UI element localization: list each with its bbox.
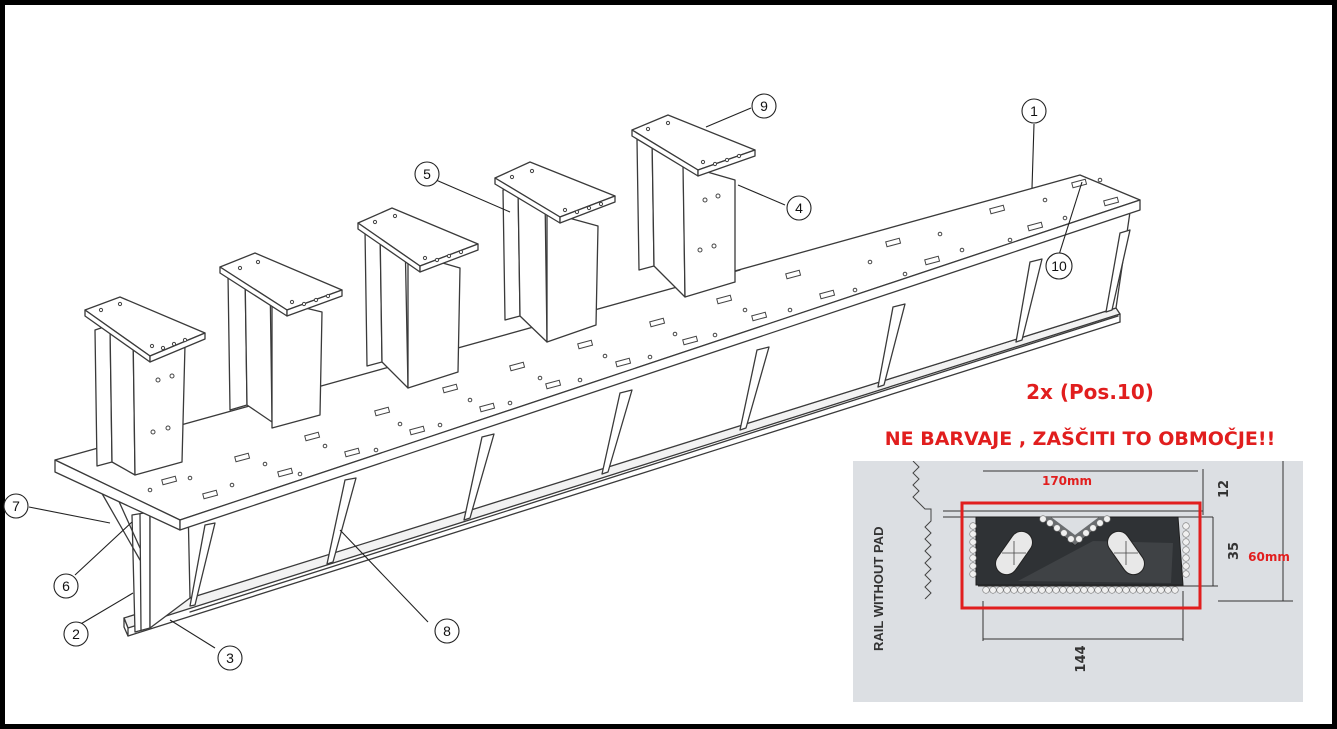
balloon-3: 3 [217, 645, 243, 671]
balloon-6: 6 [53, 573, 79, 599]
rail-pad-detail-photo: RAIL WITHOUT PAD 170mm 60mm 12 35 144 [853, 461, 1303, 702]
balloon-9: 9 [751, 93, 777, 119]
balloon-10: 10 [1045, 252, 1073, 280]
balloon-1: 1 [1021, 98, 1047, 124]
svg-text:9: 9 [760, 98, 768, 114]
support-column-5 [631, 114, 756, 298]
top-plate-slots [161, 178, 1120, 500]
rail-without-pad-label: RAIL WITHOUT PAD [871, 527, 886, 651]
dim-35-label: 35 [1227, 542, 1242, 560]
balloon-7: 7 [3, 493, 29, 519]
balloon-8: 8 [434, 618, 460, 644]
balloon-4: 4 [786, 195, 812, 221]
svg-text:3: 3 [226, 650, 234, 666]
svg-text:7: 7 [12, 498, 20, 514]
svg-text:1: 1 [1030, 103, 1038, 119]
svg-text:10: 10 [1051, 258, 1067, 274]
balloon-2: 2 [63, 621, 89, 647]
svg-text:6: 6 [62, 578, 70, 594]
balloon-5: 5 [414, 161, 440, 187]
leader-lines [28, 107, 1083, 649]
dim-144-label: 144 [1074, 645, 1089, 672]
dim-12-label: 12 [1217, 480, 1232, 498]
rail-pad-detail-sketch: RAIL WITHOUT PAD 170mm 60mm 12 35 144 [853, 461, 1303, 702]
svg-text:8: 8 [443, 623, 451, 639]
dim-height-label: 60mm [1248, 550, 1290, 564]
svg-text:5: 5 [423, 166, 431, 182]
end-column [99, 485, 191, 633]
svg-text:2: 2 [72, 626, 80, 642]
top-plate-holes [147, 177, 1103, 493]
dim-width-label: 170mm [1042, 474, 1092, 488]
web-stiffeners [189, 229, 1131, 607]
quantity-note: 2x (Pos.10) [1026, 380, 1154, 404]
support-column-2 [219, 252, 343, 429]
support-column-1 [84, 296, 206, 476]
warning-note: NE BARVAJE , ZAŠČITI TO OBMOČJE!! [884, 428, 1276, 450]
support-column-4 [494, 161, 616, 343]
support-column-3 [357, 207, 479, 389]
svg-text:4: 4 [795, 200, 803, 216]
